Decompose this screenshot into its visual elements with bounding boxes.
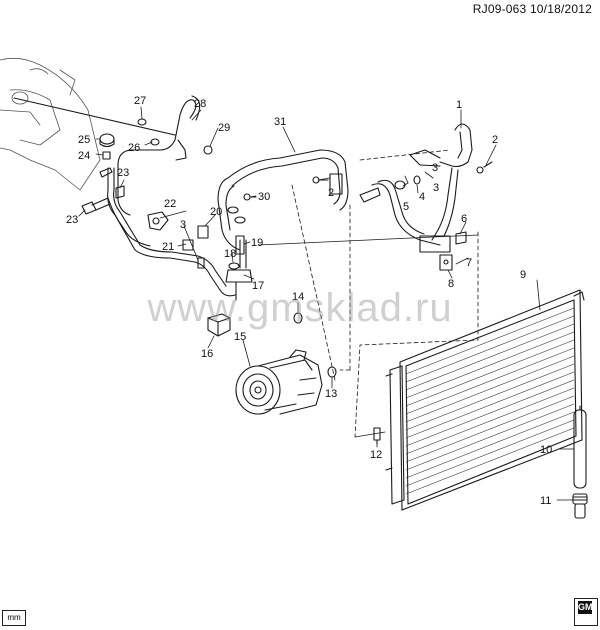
callout-8: 8: [448, 278, 454, 290]
gm-logo-mark: GM: [578, 601, 593, 614]
callout-7: 7: [466, 257, 472, 269]
seal-13: [327, 366, 337, 378]
callout-9: 9: [520, 269, 526, 281]
callout-30: 30: [258, 191, 270, 203]
condenser-9: [385, 289, 585, 511]
callout-1: 1: [456, 99, 462, 111]
seal-27: [137, 118, 147, 126]
unit-tag: mm: [2, 610, 26, 626]
watermark: www.gmsklad.ru: [147, 286, 453, 330]
callout-27: 27: [134, 95, 146, 107]
suction-hose-31: [217, 149, 349, 301]
valve-24: [102, 151, 111, 160]
callout-24: 24: [78, 150, 90, 162]
seal-18: [228, 262, 240, 270]
bolt-2b: [312, 176, 329, 184]
valve-22: [147, 211, 169, 231]
callout-25: 25: [78, 134, 90, 146]
callout-31: 31: [274, 116, 286, 128]
callout-11: 11: [540, 495, 551, 507]
callout-18: 18: [224, 248, 236, 260]
callout-21: 21: [162, 241, 174, 253]
hose-assembly-left: [91, 95, 236, 297]
callout-12: 12: [370, 449, 382, 461]
callout-19: 19: [251, 237, 263, 249]
engine-outline: [0, 57, 101, 191]
cap-25: [99, 133, 115, 148]
callout-16: 16: [201, 348, 213, 360]
callout-29: 29: [218, 122, 230, 134]
seal-14: [293, 312, 303, 324]
bolt-23b: [81, 201, 97, 215]
compressor-15: [235, 349, 323, 415]
callout-3a: 3: [432, 162, 438, 174]
fitting-20: [197, 225, 209, 239]
fitting-5: [394, 180, 406, 190]
callout-6: 6: [461, 213, 467, 225]
callout-20: 20: [210, 206, 222, 218]
leader-lines: [78, 106, 575, 501]
callout-10: 10: [540, 444, 552, 456]
callout-26: 26: [128, 142, 140, 154]
callout-4: 4: [419, 191, 425, 203]
reference-lines: [291, 149, 479, 438]
fitting-19: [235, 235, 245, 255]
leader-engine: [13, 97, 176, 136]
callout-23b: 23: [66, 214, 78, 226]
callout-2a: 2: [492, 134, 498, 146]
callout-17: 17: [252, 280, 264, 292]
clip-23a: [115, 185, 125, 199]
callout-13: 13: [325, 388, 337, 400]
callout-22: 22: [164, 198, 176, 210]
seal-4: [413, 175, 421, 185]
callout-3b: 3: [433, 182, 439, 194]
callout-labels: 1 2 2 3 3 3 4 5 6 7 8 9 10 11 12 13 14 1…: [66, 95, 552, 507]
bolt-2a: [476, 161, 493, 174]
diagram-date: 10/18/2012: [529, 2, 592, 16]
bolt-29: [203, 145, 213, 155]
diagram-ref: RJ09-063: [472, 2, 527, 16]
callout-2b: 2: [328, 187, 334, 199]
seal-3a: [197, 257, 205, 269]
bracket-6: [439, 231, 467, 271]
callout-28: 28: [194, 98, 206, 110]
hose-1: [359, 123, 473, 253]
callout-5: 5: [403, 201, 409, 213]
callout-15: 15: [234, 331, 246, 343]
callout-3c: 3: [180, 219, 186, 231]
gm-logo: GM: [574, 598, 598, 626]
sensor-16: [207, 313, 231, 337]
callout-14: 14: [292, 291, 304, 303]
plug-11: [572, 493, 588, 519]
callout-23a: 23: [117, 167, 129, 179]
diagram-header: RJ09-063 10/18/2012: [473, 2, 592, 16]
